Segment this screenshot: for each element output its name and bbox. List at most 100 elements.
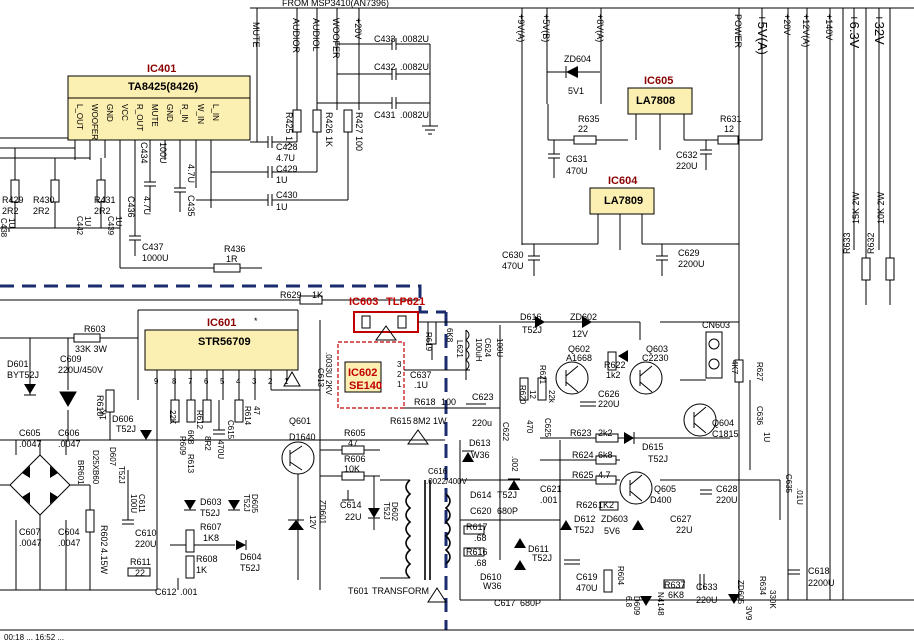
svg-text:GND: GND — [105, 104, 114, 122]
c622-value: .002 — [510, 456, 519, 472]
r617-symbol — [463, 525, 485, 535]
d602: D602 — [390, 502, 399, 522]
rail-labels: MUTE AUDIOR AUDIOL WOOFER +20V +9V(A) +5… — [251, 14, 887, 59]
r612-value: 8R2 — [203, 436, 212, 451]
c612-value: .001 — [180, 587, 198, 597]
r611-value: 22 — [135, 568, 145, 578]
q603-value: C2230 — [642, 353, 669, 363]
c438: C438 — [0, 218, 8, 238]
zd602: ZD602 — [570, 312, 597, 322]
ic604-body — [589, 187, 655, 215]
c429: C429 — [276, 164, 298, 174]
c433-value: .0082U — [400, 34, 429, 44]
r619: R619 — [424, 332, 433, 352]
r616-value: .68 — [474, 558, 487, 568]
c442-value: 1U — [83, 216, 92, 226]
rail-p12va: +12V(A) — [801, 14, 811, 47]
r617: R617 — [466, 522, 488, 532]
ic401-part: TA8425(8426) — [128, 81, 198, 93]
svg-text:L_IN: L_IN — [211, 104, 220, 121]
c606-value: .0047 — [58, 439, 81, 449]
r615-value: 8M2 1W — [413, 416, 447, 426]
r426-symbol — [312, 109, 322, 133]
ic601-pins — [137, 309, 321, 590]
isolation-border-top — [0, 284, 446, 314]
c617: C617 — [494, 598, 516, 608]
rail-p5vb: +5V(B) — [541, 14, 551, 42]
ic603-part: TLP621 — [386, 296, 425, 308]
r626: R626 — [576, 500, 598, 510]
c437-value: 1000U — [142, 253, 169, 263]
d609-value: N4148 — [656, 592, 665, 616]
d616-value: T52J — [522, 325, 542, 335]
ic605-wires — [547, 104, 762, 178]
r430-value: 2R2 — [33, 206, 50, 216]
r602-value: 4.15W — [99, 548, 109, 575]
rail-audior: AUDIOR — [291, 18, 301, 54]
zd602-symbol — [582, 316, 592, 328]
r426: R426 — [324, 112, 334, 134]
l621: L621 — [455, 340, 464, 358]
r635: R635 — [578, 114, 600, 124]
c619-value: 470U — [576, 583, 598, 593]
r623-value: 2k2 — [598, 428, 613, 438]
hot-ground-icon-2 — [283, 370, 301, 387]
svg-text:R_IN: R_IN — [180, 104, 189, 122]
c630: C630 — [502, 250, 524, 260]
ic604-ref: IC604 — [608, 175, 638, 187]
q603-symbol — [629, 361, 663, 395]
zd603: ZD603 — [601, 514, 628, 524]
c620-value: 680P — [497, 506, 518, 516]
c627: C627 — [670, 514, 692, 524]
zd605: ZD605 — [736, 580, 745, 605]
zd602-value: 12V — [572, 329, 588, 339]
c620: C620 — [470, 506, 492, 516]
secondary-wires — [459, 321, 914, 601]
hot-ground-icon — [375, 325, 397, 341]
r604-symbol — [603, 569, 613, 593]
r614-value: 47 — [252, 406, 261, 415]
ground-warning-icon — [427, 587, 447, 603]
primary-snubber — [320, 445, 380, 530]
c610-value: 220U — [135, 539, 157, 549]
c631-value: 470U — [566, 166, 588, 176]
c428: C428 — [276, 142, 298, 152]
c436: C436 — [126, 196, 136, 218]
rail-mute: MUTE — [251, 22, 261, 48]
d606-value: T52J — [116, 424, 136, 434]
d616: D616 — [520, 312, 542, 322]
r608: R608 — [196, 554, 218, 564]
c613: C613 — [316, 368, 325, 388]
zd603-value: 5V6 — [604, 526, 620, 536]
zd604-symbol — [546, 66, 600, 104]
c432-value: .0082U — [400, 62, 429, 72]
c609-value: 220U/450V — [58, 365, 103, 375]
c635-value: .01U — [795, 488, 804, 505]
r607-value: 1K8 — [203, 533, 219, 543]
br601-value: D25XB60 — [91, 450, 100, 485]
r430: R430 — [33, 195, 55, 205]
r627-value: 4K7 — [730, 360, 739, 375]
ic604-part: LA7809 — [604, 195, 643, 207]
q604: Q604 — [712, 418, 734, 428]
c623: C623 — [472, 392, 494, 402]
r608-value: 1K — [196, 565, 207, 575]
r427-symbol — [343, 109, 353, 133]
rail-p9va: +9V(A) — [516, 14, 526, 42]
d615: D615 — [642, 442, 664, 452]
r629-symbol — [299, 295, 323, 305]
rail-p20v: +20V — [353, 18, 363, 39]
cn603: CN603 — [702, 320, 730, 330]
d1640: D1640 — [289, 432, 316, 442]
r622-symbol — [607, 351, 617, 371]
r637-value: 6K8 — [668, 590, 684, 600]
r633-value: 15K 2W — [851, 191, 861, 224]
zd601-value: 12V — [308, 515, 317, 530]
c605: C605 — [19, 428, 41, 438]
rail-p140v: +140V — [824, 14, 834, 40]
c616-value: .0022/400V — [426, 477, 468, 486]
d614-value: T52J — [497, 490, 517, 500]
t601-value: TRANSFORM — [372, 586, 429, 596]
r626-symbol — [599, 501, 619, 511]
r612: R612 — [195, 410, 204, 430]
